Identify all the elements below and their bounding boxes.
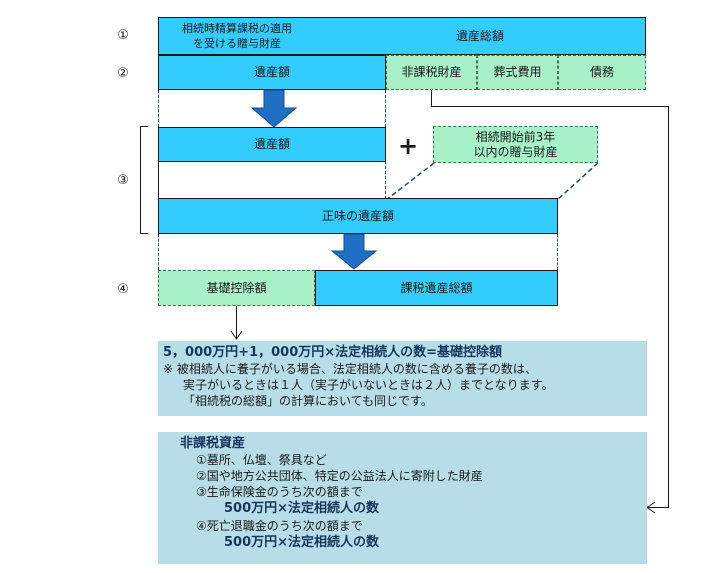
non-taxable-assets-title: 非課税資産 (180, 436, 246, 451)
non-taxable-item-4: ④死亡退職金のうち次の額まで (196, 519, 363, 533)
deduction-formula: 5，000万円+1，000万円×法定相続人の数=基礎控除額 (163, 345, 503, 360)
gifts-3yrs-line2: 以内の贈与財産 (473, 144, 558, 159)
connector-nontax-arrowhead (646, 501, 656, 514)
dashed-guide-left-1 (158, 90, 159, 127)
non-taxable-label: 非課税財産 (401, 65, 462, 79)
funeral-label: 葬式費用 (493, 65, 542, 79)
net-estate-box: 正味の遺産額 (158, 198, 558, 234)
estate-amount-label: 遺産額 (253, 65, 290, 79)
gift-within-settlement-line1: 相続時精算課税の適用 (182, 22, 292, 35)
deduction-note-line2: 実子がいるときは１人（実子がいないときは２人）までとなります。 (183, 378, 554, 392)
deduction-note-line1: ※ 被相続人に養子がいる場合、法定相続人の数に含める養子の数は、 (163, 362, 537, 376)
dashed-guide-right-1 (385, 90, 386, 127)
connector-nontax-v1 (431, 90, 432, 107)
estate-amount-label-2: 遺産額 (253, 137, 290, 151)
non-taxable-box: 非課税財産 (386, 55, 477, 90)
connector-nontax-v2 (668, 106, 669, 508)
non-taxable-item-1: ①墓所、仏壇、祭具など (196, 453, 327, 467)
estate-amount-box-2: 遺産額 (158, 127, 386, 162)
total-estate-box: 遺産総額 (315, 17, 646, 55)
dashed-guide-left-2 (158, 234, 159, 270)
deduction-note-panel: 5，000万円+1，000万円×法定相続人の数=基礎控除額 ※ 被相続人に養子が… (158, 341, 647, 416)
plus-sign: + (398, 132, 419, 160)
gift-within-settlement-line2: を受ける贈与財産 (193, 37, 281, 50)
row-number-2: ② (117, 66, 129, 81)
row-number-3: ③ (117, 173, 129, 188)
non-taxable-assets-panel: 非課税資産 ①墓所、仏壇、祭具など ②国や地方公共団体、特定の公益法人に寄附した… (158, 432, 647, 564)
connector-deduction-arrowhead (230, 330, 243, 340)
dashed-guide-right-2 (557, 234, 558, 270)
row-number-1: ① (117, 28, 129, 43)
basic-deduction-label: 基礎控除額 (206, 280, 267, 295)
down-arrow-1 (250, 90, 298, 128)
connector-nontax-h2 (648, 507, 669, 508)
basic-deduction-box: 基礎控除額 (158, 270, 315, 306)
non-taxable-item-3: ③生命保険金のうち次の額まで (196, 485, 363, 499)
total-estate-label: 遺産総額 (455, 28, 504, 43)
row3-bracket (140, 126, 148, 234)
gifts-3yrs-box: 相続開始前3年 以内の贈与財産 (433, 126, 598, 163)
connector-nontax-h1 (431, 106, 669, 107)
down-arrow-2 (330, 234, 378, 270)
dashed-diagonals (385, 162, 599, 201)
funeral-box: 葬式費用 (477, 55, 558, 90)
net-estate-label: 正味の遺産額 (321, 208, 394, 223)
deduction-note-line3: 「相続税の総額」の計算においても同じです。 (183, 394, 433, 408)
non-taxable-item-2: ②国や地方公共団体、特定の公益法人に寄附した財産 (196, 469, 483, 483)
estate-amount-box: 遺産額 (158, 55, 386, 90)
non-taxable-item-4-amount: 500万円×法定相続人の数 (224, 535, 380, 550)
debts-label: 債務 (589, 65, 614, 79)
white-spacer-box (158, 161, 386, 199)
row-number-4: ④ (117, 282, 129, 297)
taxable-total-box: 課税遺産総額 (315, 270, 558, 306)
gifts-3yrs-line1: 相続開始前3年 (475, 129, 556, 144)
connector-deduction-v (236, 306, 237, 338)
non-taxable-item-3-amount: 500万円×法定相続人の数 (224, 501, 380, 516)
debts-box: 債務 (558, 55, 646, 90)
taxable-total-label: 課税遺産総額 (400, 280, 473, 295)
gift-within-settlement-box: 相続時精算課税の適用 を受ける贈与財産 (158, 17, 316, 55)
